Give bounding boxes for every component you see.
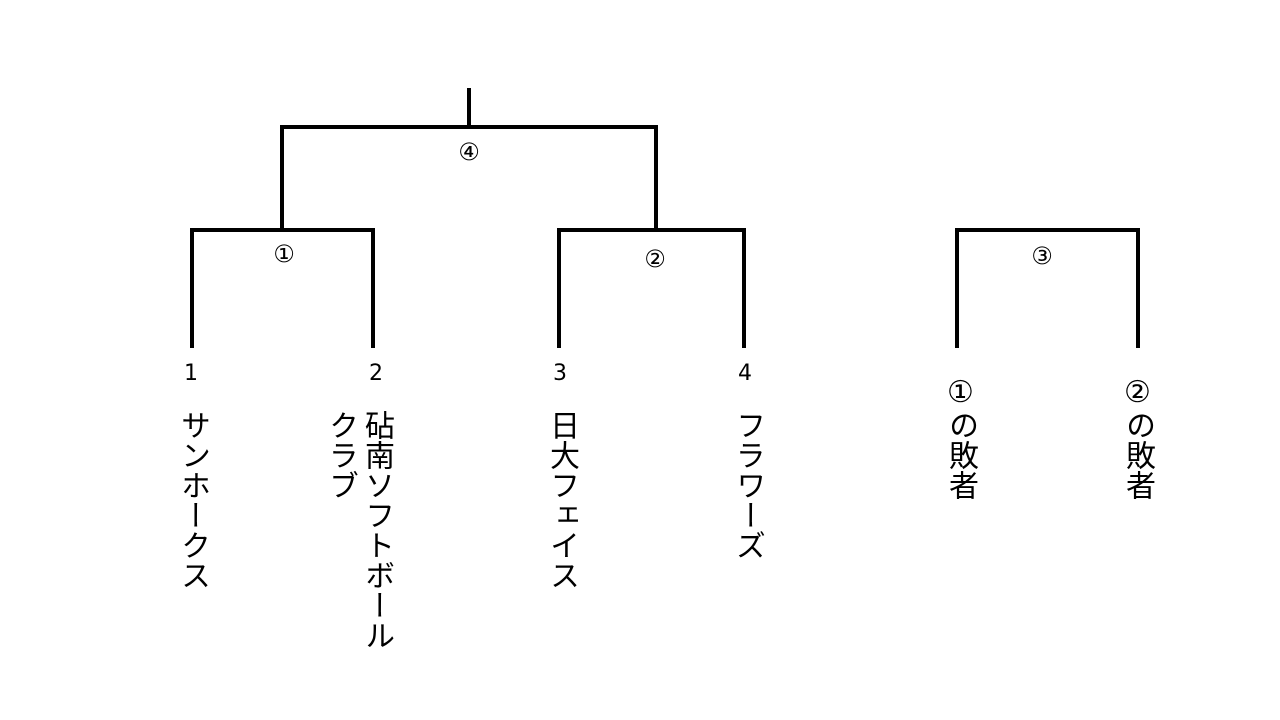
team-seed-2: 2 <box>369 361 383 386</box>
loser-label-2: ②の敗者 <box>1120 375 1155 500</box>
match-label-4: ④ <box>458 138 480 166</box>
bracket-line-match-4 <box>280 125 658 232</box>
bracket-line-match-1 <box>190 228 375 348</box>
team-seed-1: 1 <box>184 361 198 386</box>
team-name-2: 砧南ソフトボール クラブ <box>323 410 394 650</box>
bracket-line-match-3 <box>955 228 1140 348</box>
loser-label-1: ①の敗者 <box>943 375 978 500</box>
team-seed-3: 3 <box>553 361 567 386</box>
match-label-3: ③ <box>1031 242 1053 270</box>
match-label-2: ② <box>644 245 666 273</box>
bracket-line-match-2 <box>557 228 746 348</box>
team-name-4: フラワーズ <box>730 410 765 560</box>
match-label-1: ① <box>273 240 295 268</box>
team-name-3: 日大フェイス <box>544 410 579 590</box>
team-seed-4: 4 <box>738 361 752 386</box>
team-name-1: サンホークス <box>175 410 210 590</box>
